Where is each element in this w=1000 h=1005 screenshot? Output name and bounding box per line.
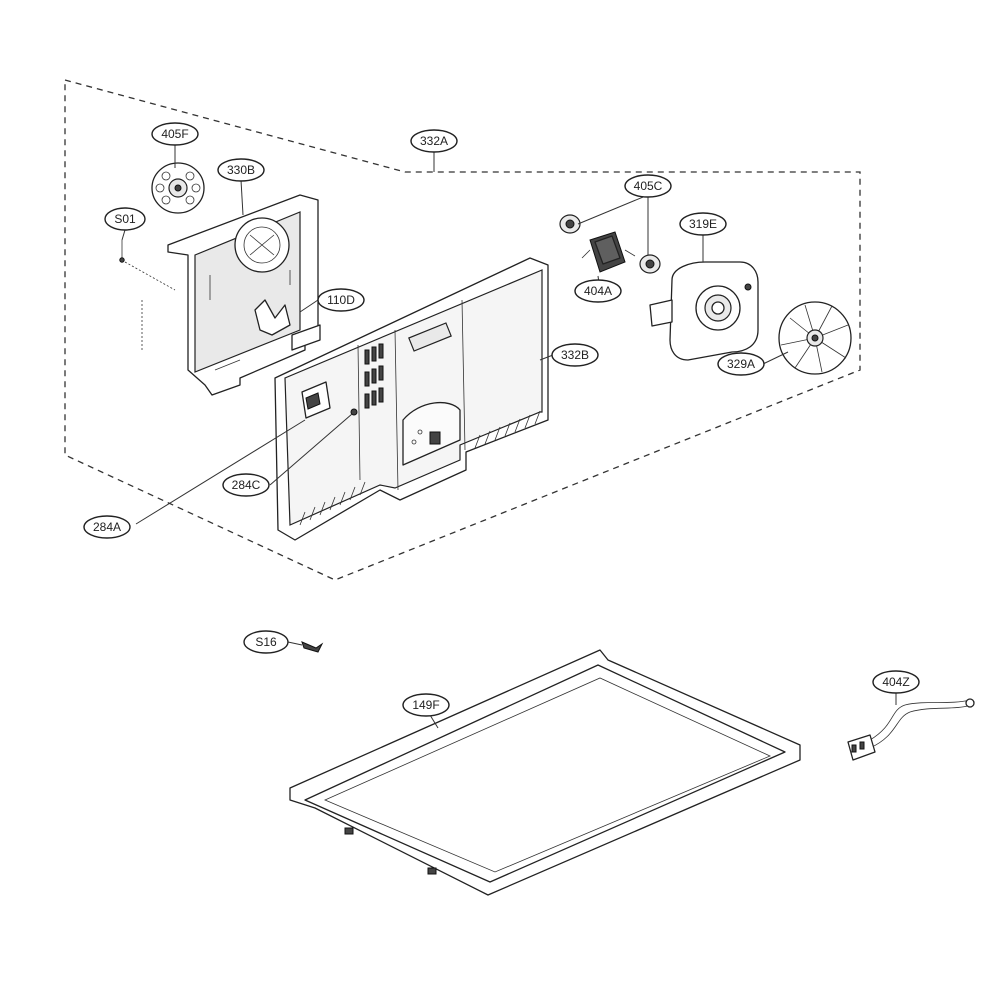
grommets-405C [559,214,661,274]
assembly-boundary-332A [64,79,861,581]
svg-text:S01: S01 [114,212,136,226]
fan-grille-405F [151,162,205,214]
label-404Z: 404Z [872,670,920,694]
label-S01: S01 [104,207,146,231]
svg-text:319E: 319E [689,217,717,231]
svg-text:149F: 149F [412,698,439,712]
label-S16: S16 [243,630,289,654]
svg-text:404Z: 404Z [882,675,909,689]
label-330B: 330B [217,158,265,182]
svg-text:332A: 332A [420,134,448,148]
label-149F: 149F [402,693,450,717]
glass-shelf-149F [289,649,801,896]
label-110D: 110D [317,288,365,312]
label-405F: 405F [151,122,199,146]
sensor-284C [301,381,358,419]
label-329A: 329A [717,352,765,376]
svg-text:284C: 284C [232,478,261,492]
cover-panel-332B [274,257,549,541]
screw-S01 [119,240,125,263]
fan-blade-329A [778,301,852,375]
svg-text:S16: S16 [255,635,277,649]
motor-404A [581,231,636,273]
svg-text:405F: 405F [161,127,188,141]
label-332A: 332A [410,129,458,153]
svg-text:110D: 110D [327,293,355,307]
rear-bracket-330B [167,194,321,396]
svg-text:330B: 330B [227,163,255,177]
label-332B: 332B [551,343,599,367]
screw-S16 [301,641,324,653]
label-405C: 405C [624,174,672,198]
svg-text:405C: 405C [634,179,663,193]
wire-harness-404Z [847,698,975,761]
svg-text:332B: 332B [561,348,589,362]
svg-text:329A: 329A [727,357,755,371]
label-284A: 284A [83,515,131,539]
fan-housing-319E [649,261,759,361]
label-404A: 404A [574,279,622,303]
svg-text:284A: 284A [93,520,121,534]
label-284C: 284C [222,473,270,497]
label-319E: 319E [679,212,727,236]
svg-text:404A: 404A [584,284,612,298]
